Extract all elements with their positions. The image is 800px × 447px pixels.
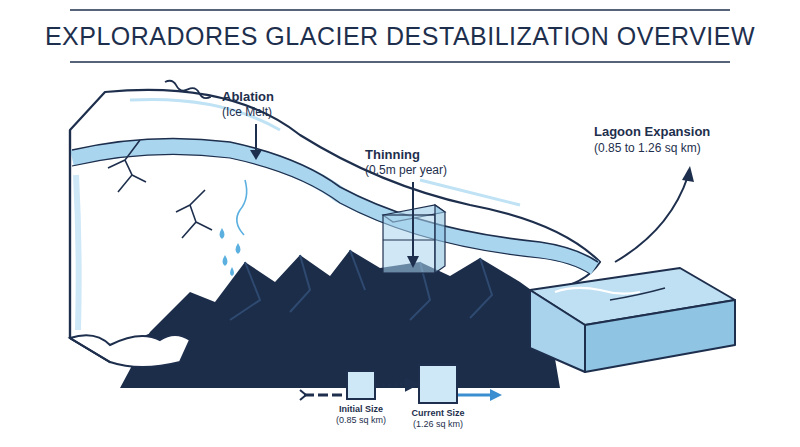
callout-label: Lagoon Expansion bbox=[594, 125, 710, 140]
callout-label: Thinning bbox=[365, 148, 420, 163]
size-square: Current Size(1.26 sq km) bbox=[418, 364, 458, 404]
timeline-connector bbox=[376, 383, 418, 387]
callout-label: (0.5m per year) bbox=[365, 164, 447, 178]
callout-label: (Ice Melt) bbox=[222, 106, 272, 120]
diagram-title: EXPLORADORES GLACIER DESTABILIZATION OVE… bbox=[0, 22, 800, 51]
callout-label: Ablation bbox=[222, 90, 274, 105]
size-caption: (1.26 sq km) bbox=[413, 419, 463, 429]
size-caption: Current Size bbox=[411, 408, 464, 418]
size-caption: (0.85 sq km) bbox=[336, 415, 386, 425]
callout-label: (0.85 to 1.26 sq km) bbox=[594, 142, 701, 156]
size-caption: Initial Size bbox=[339, 404, 383, 414]
size-square: Initial Size(0.85 sq km) bbox=[346, 370, 376, 400]
